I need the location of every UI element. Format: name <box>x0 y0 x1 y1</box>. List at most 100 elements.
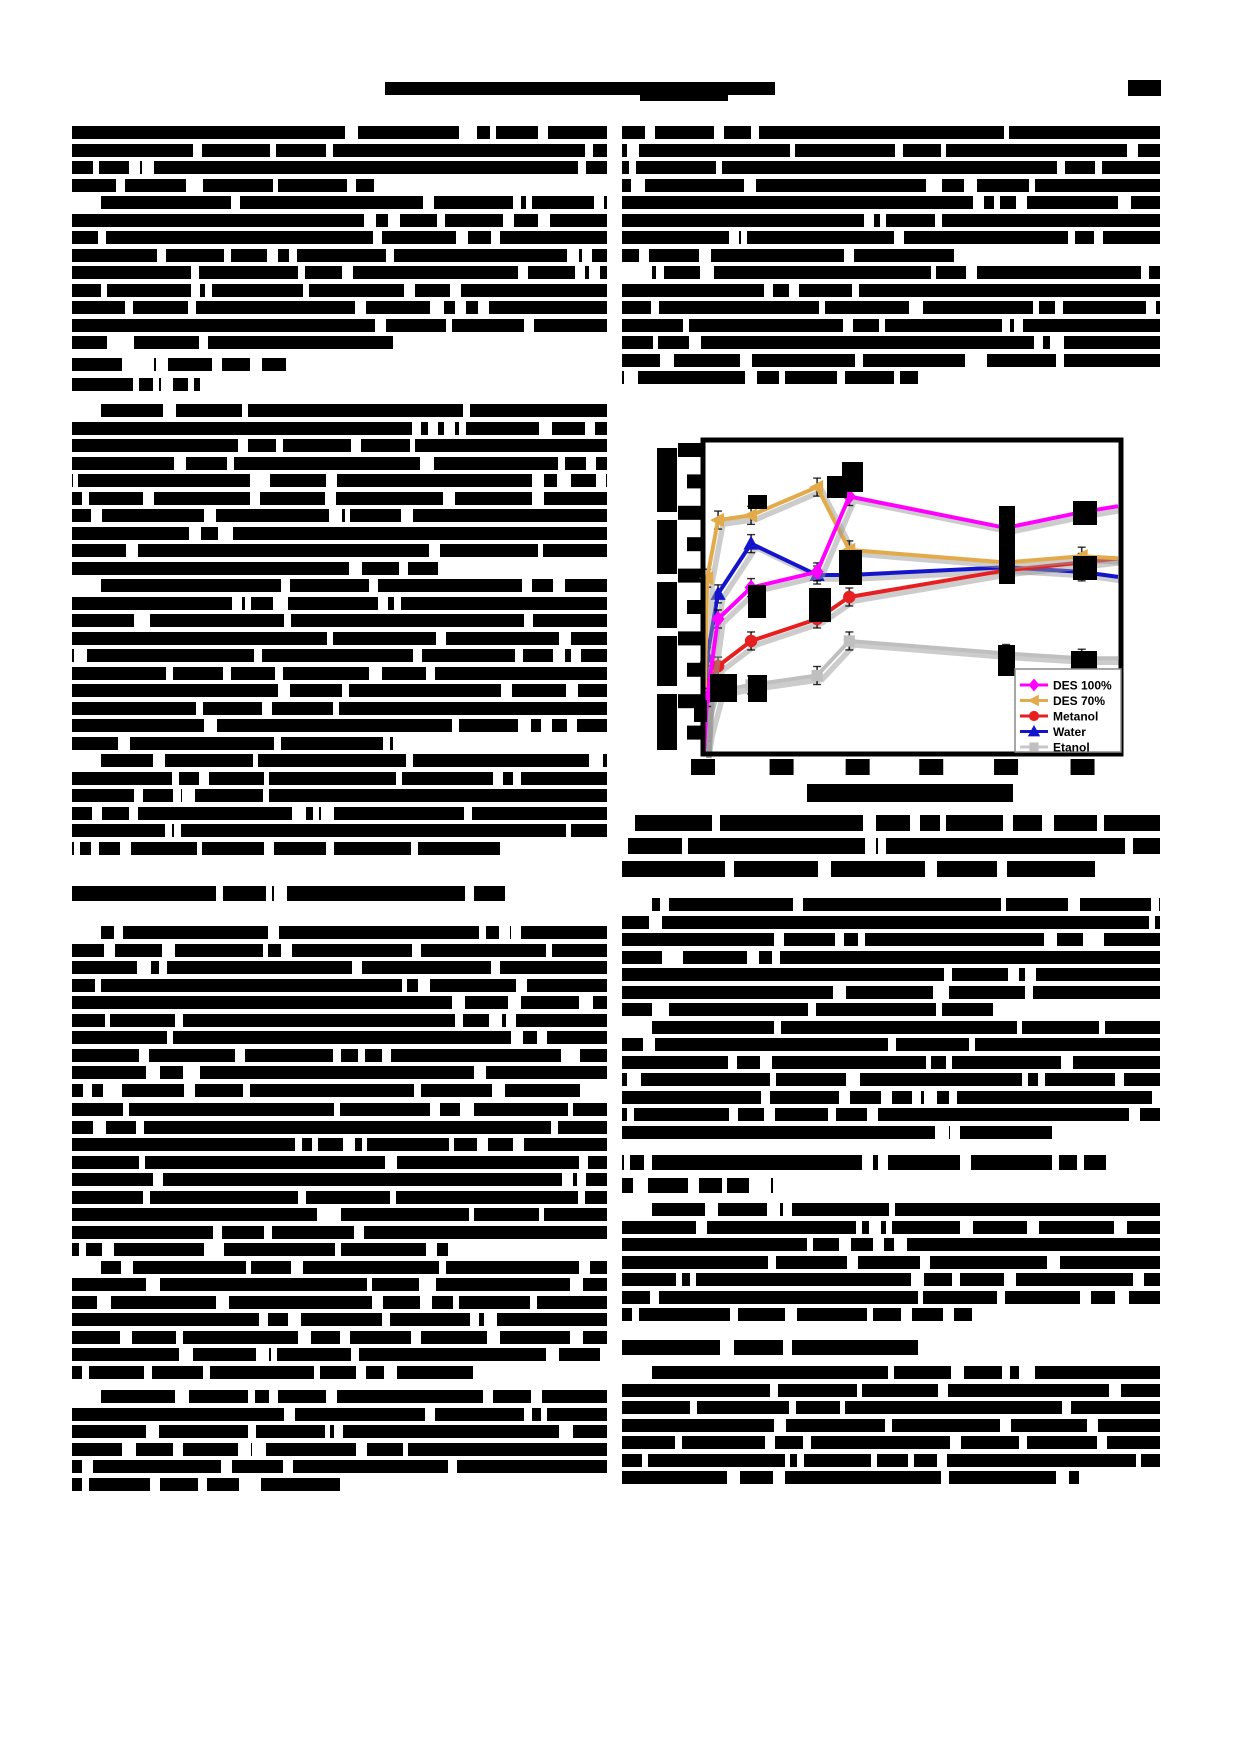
redacted-line <box>101 1390 607 1403</box>
redaction-gap <box>747 950 760 964</box>
redacted-line <box>72 996 607 1009</box>
redaction-gap <box>356 1442 367 1456</box>
redaction-gap <box>326 474 338 487</box>
redacted-line <box>72 649 607 662</box>
redacted-line <box>72 666 607 680</box>
redaction-gap <box>79 1243 86 1256</box>
redaction-gap <box>446 318 452 332</box>
redaction-gap <box>1076 1155 1085 1170</box>
redaction-gap <box>1096 933 1104 946</box>
redaction-gap <box>468 1208 475 1221</box>
redacted-section-heading <box>622 1178 1160 1196</box>
redacted-line <box>622 1108 1160 1121</box>
redacted-line <box>622 336 1160 349</box>
redacted-line <box>72 1243 448 1256</box>
redaction-gap <box>806 1238 813 1251</box>
redaction-gap <box>499 926 510 939</box>
redacted-line <box>72 631 607 645</box>
redaction-gap <box>326 143 334 157</box>
x-tick-label-redacted <box>845 759 870 775</box>
redaction-gap <box>354 1225 364 1239</box>
redaction-gap <box>1002 318 1010 332</box>
redacted-line <box>622 861 1096 877</box>
redaction-gap <box>657 1003 667 1016</box>
redaction-gap <box>950 1366 965 1379</box>
redaction-gap <box>662 950 671 964</box>
redaction-gap <box>260 474 270 487</box>
redacted-line <box>622 301 1160 314</box>
redacted-line <box>651 266 1160 279</box>
redacted-line <box>635 815 1160 831</box>
redacted-line <box>72 1313 607 1326</box>
redaction-gap <box>778 371 786 384</box>
redaction-gap <box>105 1013 111 1027</box>
redaction-gap <box>933 985 945 999</box>
redaction-gap <box>900 1308 912 1321</box>
redacted-line <box>622 838 1160 854</box>
redaction-gap <box>335 1243 341 1256</box>
redaction-gap <box>965 266 978 279</box>
redacted-line <box>72 1190 607 1204</box>
redaction-gap <box>313 806 320 820</box>
redaction-gap <box>98 231 107 244</box>
redaction-gap <box>153 754 165 767</box>
redaction-gap <box>622 838 628 854</box>
redaction-gap <box>383 736 390 750</box>
redaction-gap <box>577 1173 586 1186</box>
redaction-gap <box>764 283 774 297</box>
redacted-line <box>72 318 607 332</box>
redaction-gap <box>423 196 434 209</box>
redaction-gap <box>334 1425 344 1438</box>
redacted-line <box>72 841 500 855</box>
redaction-gap <box>248 1390 255 1403</box>
redaction-gap <box>326 631 333 645</box>
redacted-line <box>622 1308 972 1321</box>
redaction-gap <box>419 1278 430 1291</box>
redaction-gap <box>871 1453 877 1467</box>
redaction-gap <box>128 806 138 820</box>
redaction-gap <box>1016 1020 1023 1034</box>
redacted-line <box>72 1173 607 1186</box>
redaction-gap <box>122 358 136 371</box>
redaction-gap <box>82 1477 89 1491</box>
redacted-line <box>72 614 607 627</box>
redaction-gap <box>839 1090 850 1104</box>
redaction-gap <box>273 596 281 610</box>
legend-label: DES 70% <box>1053 694 1105 708</box>
redaction-gap <box>538 126 549 139</box>
redaction-gap <box>153 378 160 391</box>
redaction-gap <box>880 213 887 227</box>
redaction-gap <box>770 1383 778 1397</box>
redaction-gap <box>258 1313 269 1326</box>
redaction-gap <box>247 1425 256 1438</box>
redaction-gap <box>447 1460 457 1473</box>
redaction-gap <box>223 666 231 680</box>
redaction-gap <box>339 1330 351 1344</box>
redaction-gap <box>381 1313 390 1326</box>
redaction-gap <box>1047 1255 1060 1269</box>
redaction-gap <box>412 421 421 435</box>
redaction-gap <box>760 1055 772 1069</box>
redaction-gap <box>584 143 593 157</box>
redaction-gap <box>650 1290 659 1304</box>
redaction-gap <box>909 815 921 831</box>
redaction-gap <box>862 815 876 831</box>
redaction-gap <box>350 1348 359 1361</box>
redaction-gap <box>82 491 90 505</box>
redacted-line <box>72 544 607 557</box>
redaction-gap <box>268 1390 278 1403</box>
data-point-marker <box>843 635 855 647</box>
redacted-line <box>622 178 1160 192</box>
redacted-line <box>622 248 955 262</box>
redacted-line <box>622 1436 1160 1449</box>
redaction-gap <box>298 1330 311 1344</box>
redacted-line <box>72 824 607 837</box>
redaction-gap <box>410 841 418 855</box>
redaction-gap <box>818 301 825 314</box>
legend-marker <box>1027 725 1041 737</box>
redaction-gap <box>632 1178 641 1193</box>
redaction-gap <box>223 526 234 540</box>
redaction-gap <box>788 283 800 297</box>
redaction-gap <box>918 1290 924 1304</box>
redaction-gap <box>143 358 155 371</box>
